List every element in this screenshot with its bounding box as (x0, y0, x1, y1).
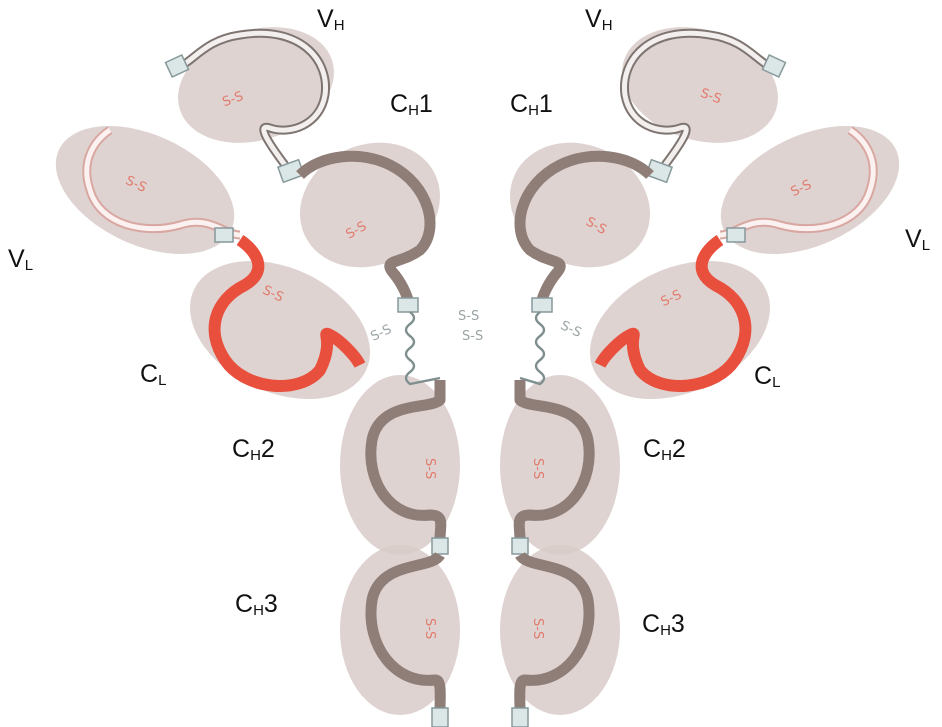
label-cl-left: CL (140, 360, 166, 389)
hinge-right (520, 312, 544, 384)
ss-ch2-right: S-S (530, 458, 545, 479)
label-ch3-right: CH3 (642, 610, 685, 639)
ss-ch3-right: S-S (530, 618, 545, 639)
label-vl-right: VL (905, 225, 930, 254)
label-ch2-right: CH2 (643, 435, 686, 464)
ss-ch2-left: S-S (422, 458, 437, 479)
label-vh-right: VH (585, 5, 613, 34)
ss-hinge-c2: S-S (462, 329, 483, 344)
ss-hinge-c1: S-S (458, 309, 479, 324)
ss-hinge-r1: S-S (558, 318, 584, 341)
label-cl-right: CL (754, 362, 780, 391)
ch1-left-domain (279, 120, 460, 290)
hinge-left (406, 312, 440, 384)
ss-hinge-l1: S-S (368, 322, 394, 345)
label-vh-left: VH (317, 5, 345, 34)
ch1-right-domain (489, 120, 670, 290)
domain-shadows (36, 8, 920, 715)
label-ch2-left: CH2 (232, 435, 275, 464)
label-ch1-right: CH1 (510, 90, 553, 119)
label-vl-left: VL (8, 245, 33, 274)
label-ch1-left: CH1 (390, 90, 433, 119)
label-ch3-left: CH3 (235, 590, 278, 619)
ss-ch3-left: S-S (422, 618, 437, 639)
